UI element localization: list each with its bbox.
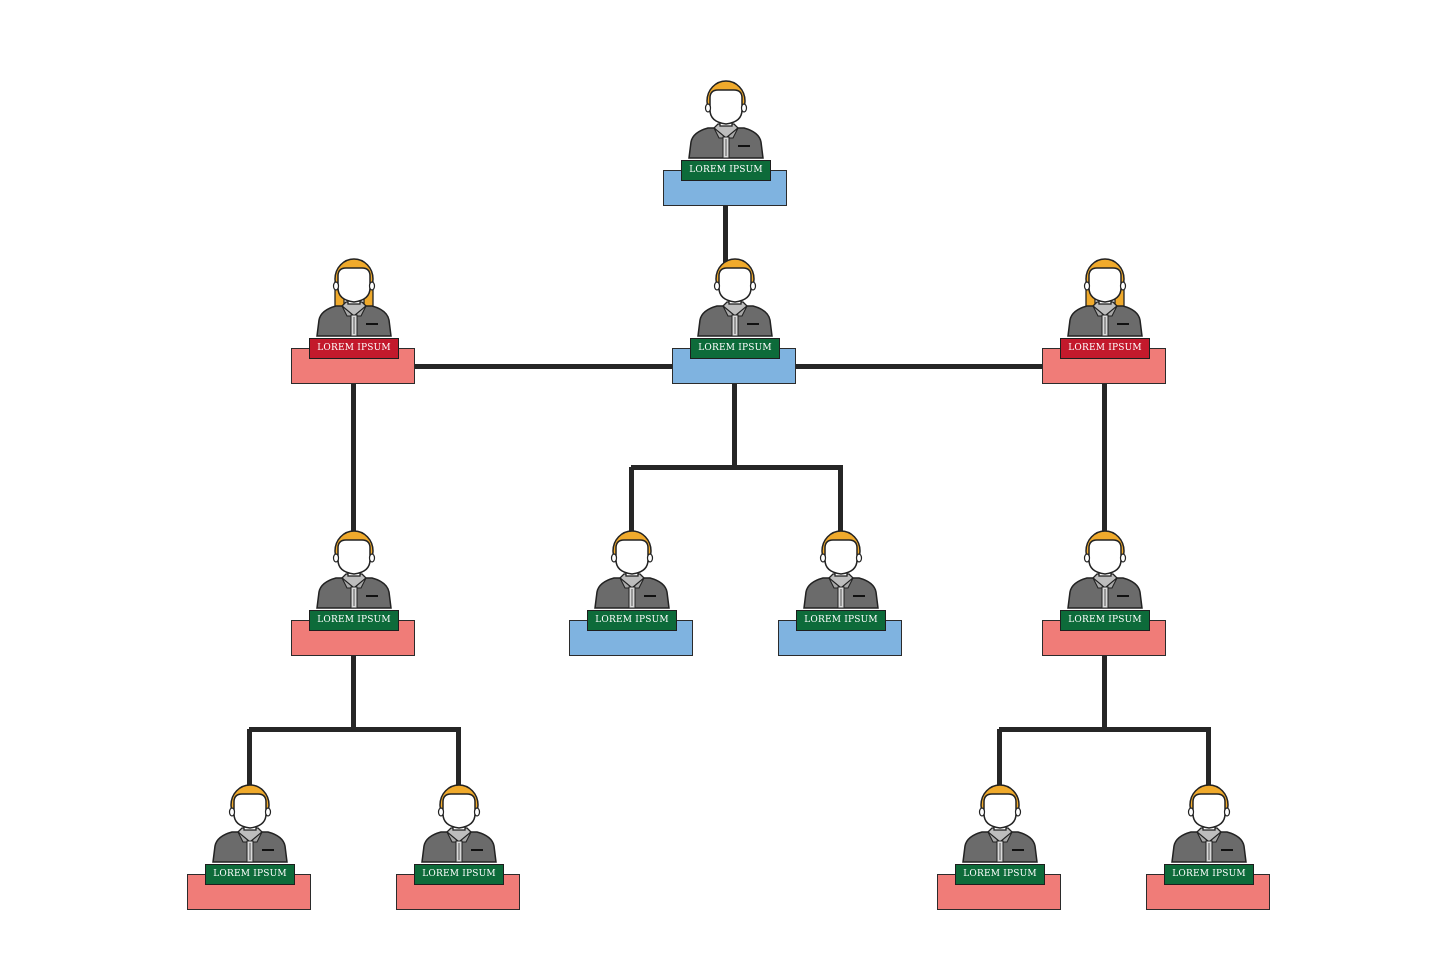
org-node[interactable]: LOREM IPSUM	[1146, 780, 1272, 912]
connector-n7-n11-bus	[1104, 726, 1211, 732]
org-node[interactable]: LOREM IPSUM	[1042, 254, 1168, 386]
org-node[interactable]: LOREM IPSUM	[672, 254, 798, 386]
connector-n4-n9-bus	[353, 726, 461, 732]
org-node[interactable]: LOREM IPSUM	[396, 780, 522, 912]
male-person-icon	[695, 254, 775, 338]
connector-n4-n8-bus	[249, 726, 356, 732]
name-label: LOREM IPSUM	[205, 864, 295, 885]
name-label: LOREM IPSUM	[587, 610, 677, 631]
org-node[interactable]: LOREM IPSUM	[663, 76, 789, 208]
org-node[interactable]: LOREM IPSUM	[569, 526, 695, 658]
female-person-icon	[314, 254, 394, 338]
connector-n7-n10-drop	[996, 729, 1002, 791]
name-label: LOREM IPSUM	[1060, 338, 1150, 359]
org-node[interactable]: LOREM IPSUM	[1042, 526, 1168, 658]
male-person-icon	[314, 526, 394, 610]
male-person-icon	[419, 780, 499, 864]
name-label: LOREM IPSUM	[1164, 864, 1254, 885]
connector-n4-n9-stem	[350, 656, 356, 732]
org-node[interactable]: LOREM IPSUM	[291, 526, 417, 658]
name-label: LOREM IPSUM	[955, 864, 1045, 885]
male-person-icon	[1065, 526, 1145, 610]
name-label: LOREM IPSUM	[690, 338, 780, 359]
org-node[interactable]: LOREM IPSUM	[937, 780, 1063, 912]
connector-n3-n7	[1101, 384, 1107, 538]
male-person-icon	[210, 780, 290, 864]
name-label: LOREM IPSUM	[796, 610, 886, 631]
connector-n2-n5-bus	[631, 464, 737, 470]
name-label: LOREM IPSUM	[309, 338, 399, 359]
connector-n4-n8-drop	[246, 729, 252, 791]
male-person-icon	[1169, 780, 1249, 864]
male-person-icon	[801, 526, 881, 610]
connector-n2-n3	[796, 363, 1045, 369]
name-label: LOREM IPSUM	[1060, 610, 1150, 631]
connector-n0-n2	[722, 206, 728, 266]
connector-n7-n11-drop	[1205, 729, 1211, 791]
org-node[interactable]: LOREM IPSUM	[187, 780, 313, 912]
female-person-icon	[1065, 254, 1145, 338]
connector-n7-n10-bus	[999, 726, 1107, 732]
connector-n2-n1	[415, 363, 675, 369]
connector-n2-n6-stem	[731, 384, 737, 470]
connector-n7-n11-stem	[1101, 656, 1107, 732]
male-person-icon	[960, 780, 1040, 864]
org-node[interactable]: LOREM IPSUM	[291, 254, 417, 386]
male-person-icon	[592, 526, 672, 610]
name-label: LOREM IPSUM	[309, 610, 399, 631]
connector-n2-n5-drop	[628, 467, 634, 537]
connector-n2-n6-bus	[734, 464, 843, 470]
connector-n4-n9-drop	[455, 729, 461, 791]
connector-n1-n4	[350, 384, 356, 538]
connector-n2-n6-drop	[837, 467, 843, 537]
org-node[interactable]: LOREM IPSUM	[778, 526, 904, 658]
name-label: LOREM IPSUM	[414, 864, 504, 885]
male-person-icon	[686, 76, 766, 160]
name-label: LOREM IPSUM	[681, 160, 771, 181]
